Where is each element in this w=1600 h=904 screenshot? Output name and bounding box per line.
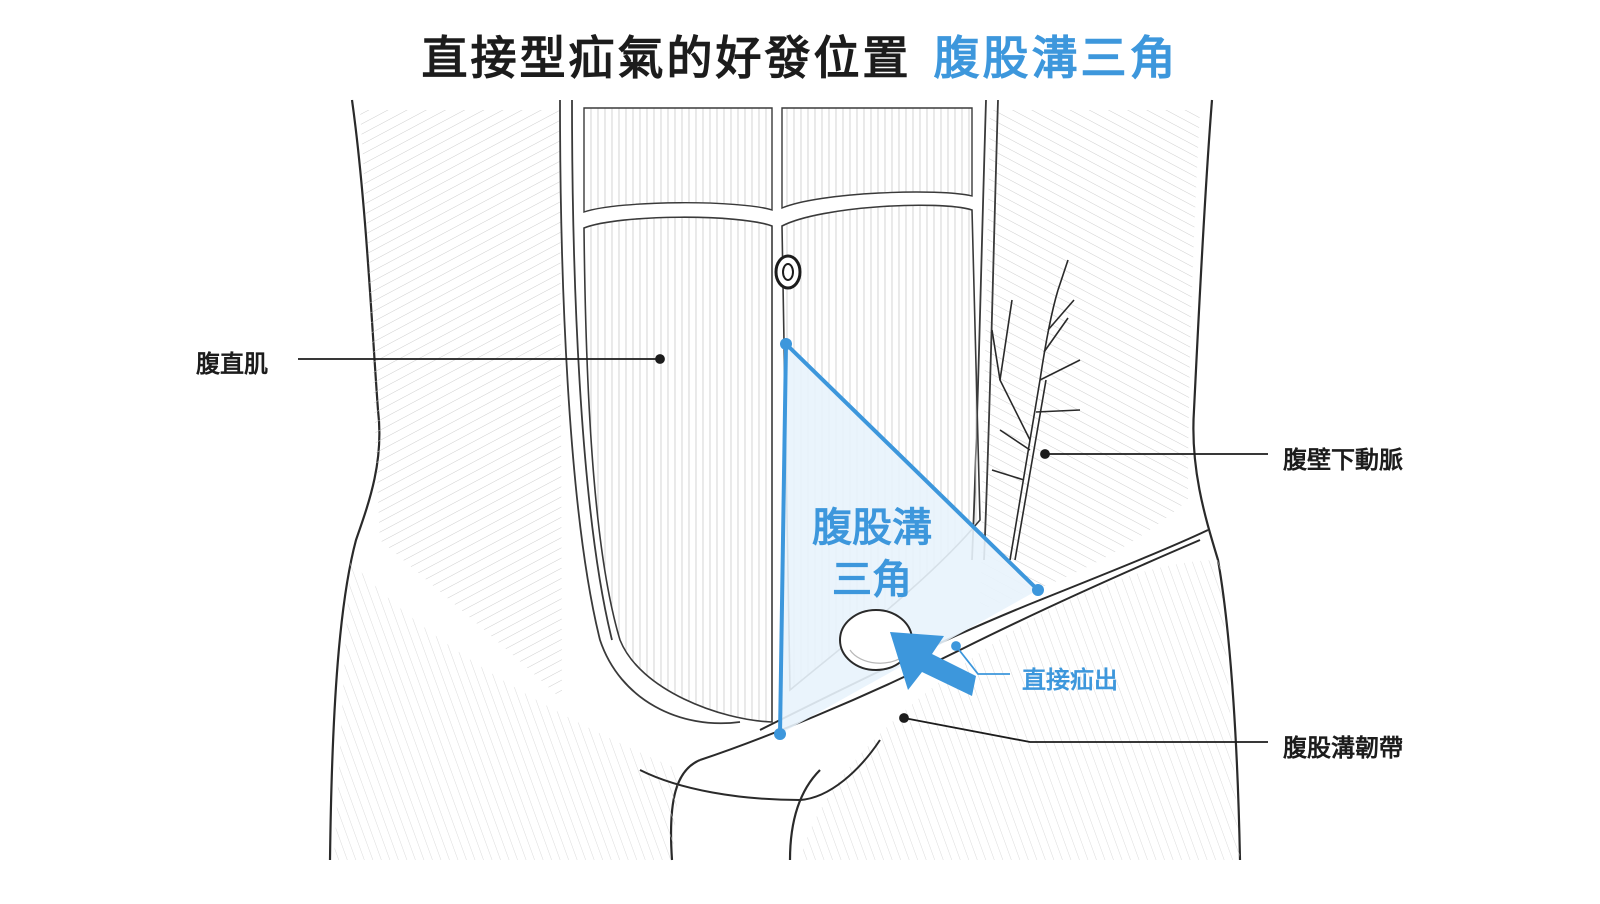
label-rectus-abdominis: 腹直肌 [196,350,268,378]
hernia-arrow [890,632,976,696]
label-inguinal-ligament: 腹股溝韌帶 [1283,734,1403,762]
leader-dot-rectus [655,354,665,364]
leader-dot-hernia [951,641,961,651]
triangle-label-line2: 三角 [832,557,912,603]
title-accent: 腹股溝三角 [933,31,1179,85]
leader-ligament [903,717,1268,743]
triangle-vertex-right [1032,584,1044,596]
hernia-bulge [839,609,913,671]
triangle-vertex-bottom [774,728,786,740]
title-main: 直接型疝氣的好發位置 [421,31,912,85]
triangle-vertex-top [780,338,792,350]
leader-lines [298,354,1268,743]
leader-hernia [951,641,1010,675]
page-title: 直接型疝氣的好發位置腹股溝三角 [0,22,1600,88]
label-direct-hernia: 直接疝出 [1022,666,1118,694]
inferior-epigastric-artery [991,259,1081,561]
triangle-label-line1: 腹股溝 [812,505,932,551]
oblique-muscle-left [360,110,562,700]
triangle-label: 腹股溝 三角 [792,502,952,606]
navel [774,254,802,290]
leader-dot-ligament [899,713,909,723]
label-inferior-epigastric-artery: 腹壁下動脈 [1283,446,1403,474]
oblique-muscle-right [980,110,1200,610]
leader-dot-artery [1040,449,1050,459]
thigh-hatching [334,560,1240,860]
